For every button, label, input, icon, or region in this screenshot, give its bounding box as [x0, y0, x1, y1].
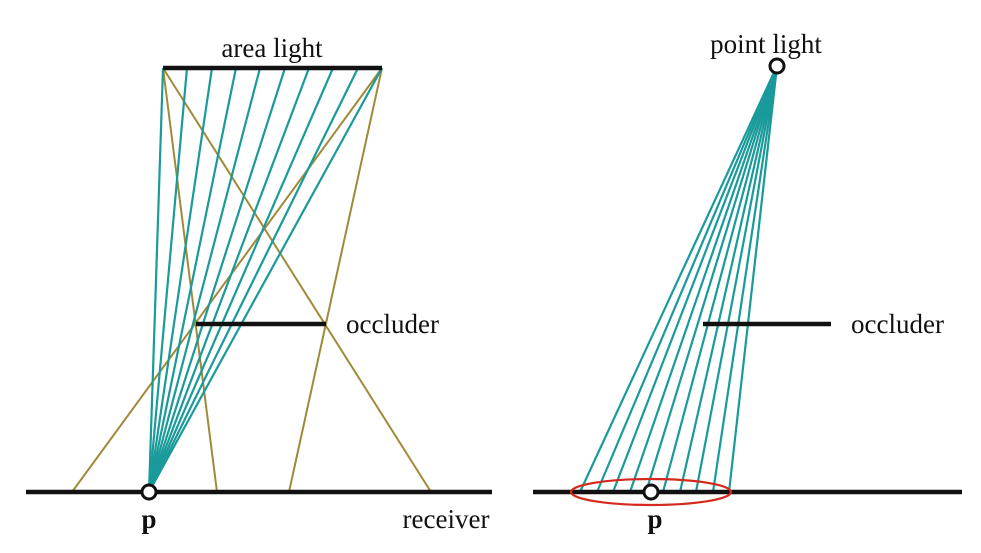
ray	[147, 67, 189, 493]
point-p-label-left: p	[141, 504, 156, 534]
occluder-label-right: occluder	[851, 309, 944, 339]
boundary-rays-left	[71, 67, 432, 493]
ray	[678, 65, 779, 493]
ray	[147, 67, 238, 493]
ray	[661, 65, 779, 493]
ray	[727, 65, 779, 493]
boundary-ray	[288, 67, 383, 493]
ray	[147, 67, 214, 493]
ray	[148, 67, 383, 493]
ray	[147, 67, 335, 493]
point-p-marker-right	[642, 483, 660, 501]
left-panel: area light occluder p receiver	[26, 33, 492, 534]
occluder-label-left: occluder	[346, 309, 439, 339]
sample-rays-left	[147, 67, 383, 493]
right-panel: point light occluder p	[533, 29, 962, 534]
ray	[611, 65, 779, 493]
ray	[147, 67, 165, 493]
point-light-marker	[768, 57, 786, 75]
boundary-ray	[162, 67, 432, 493]
ray	[579, 65, 778, 493]
ray	[148, 67, 359, 493]
ray	[711, 65, 779, 493]
ray	[147, 67, 311, 493]
sample-rays-right	[579, 65, 779, 493]
point-p-label-right: p	[647, 504, 662, 534]
ray	[628, 65, 779, 493]
boundary-ray	[162, 67, 218, 493]
area-light-label: area light	[221, 33, 323, 63]
ray	[595, 65, 779, 493]
footprint-ellipse	[569, 477, 733, 507]
ray	[644, 65, 779, 493]
ray	[147, 67, 287, 493]
ray	[694, 65, 779, 493]
ray	[147, 67, 262, 493]
point-p-marker-left	[140, 483, 158, 501]
receiver-label: receiver	[403, 504, 490, 534]
point-light-label: point light	[710, 29, 822, 59]
boundary-ray	[71, 67, 383, 493]
